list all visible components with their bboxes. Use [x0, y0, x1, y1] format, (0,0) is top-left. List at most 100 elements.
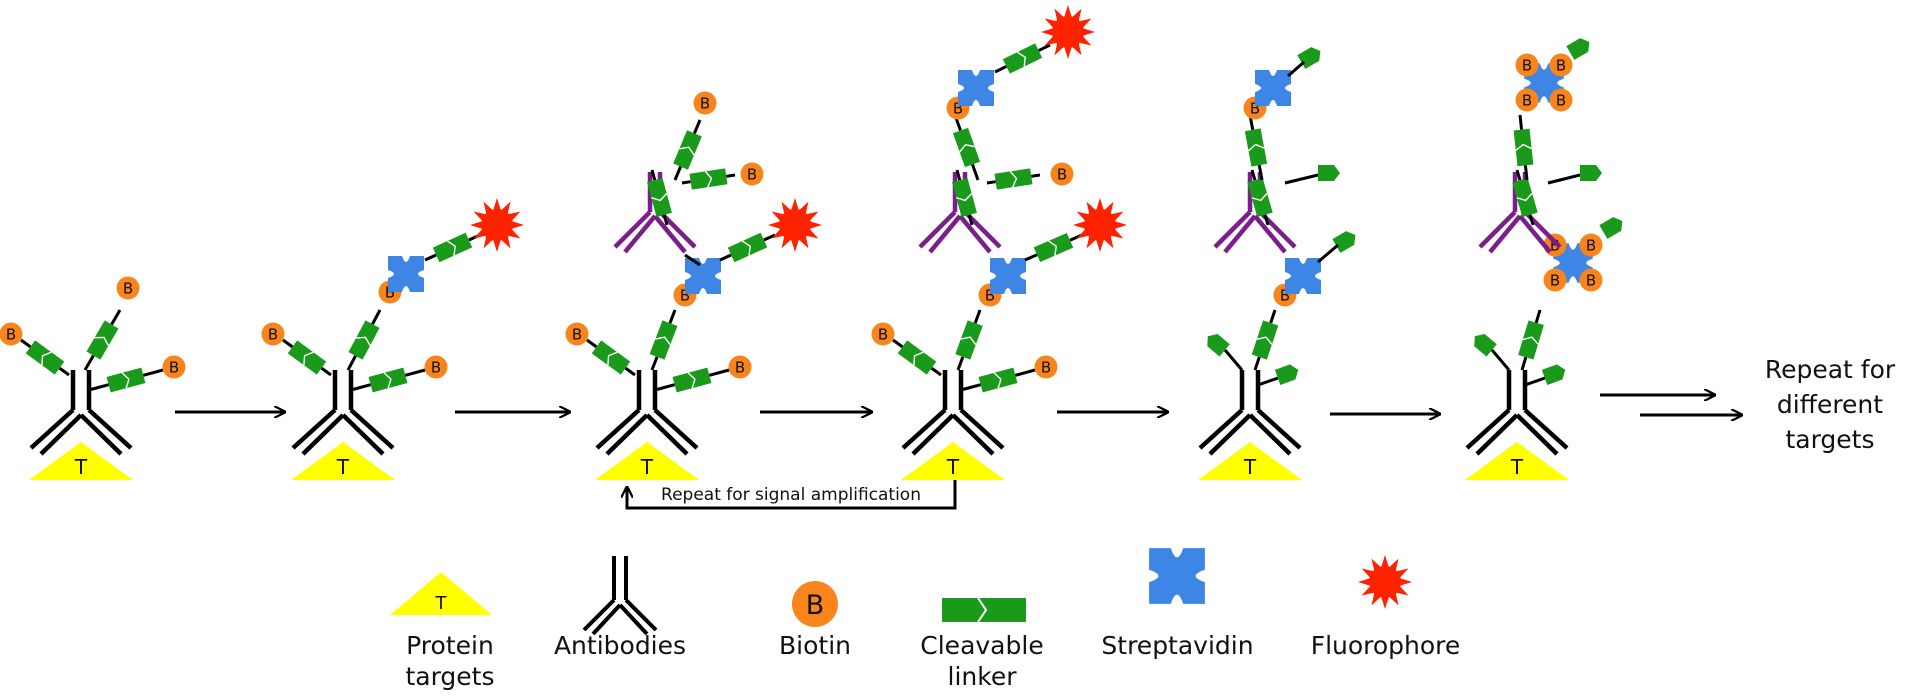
linker-block — [955, 320, 983, 360]
linker-cleavage-mark — [959, 143, 975, 153]
biotin-icon: B — [728, 355, 752, 379]
streptavidin-shape — [1255, 70, 1291, 106]
biotin-icon: B — [693, 91, 717, 115]
target-label: T — [640, 455, 654, 479]
streptavidin-icon — [1255, 70, 1291, 106]
linker-tether — [142, 368, 164, 377]
legend-linker-symbol — [942, 597, 1026, 623]
linker-tether — [662, 214, 669, 226]
cleavable-linker-icon — [955, 320, 983, 360]
legend-protein-target-symbol: T — [390, 572, 492, 615]
antibody-arm — [618, 603, 649, 636]
linker-tether — [88, 383, 110, 392]
linker-tether — [1031, 173, 1041, 178]
repeat-note-line-3: targets — [1785, 425, 1875, 454]
linker-block — [727, 232, 768, 263]
linker-tether — [1523, 165, 1529, 181]
linker-cleavage-mark — [121, 372, 130, 389]
antibody-arm — [1515, 413, 1559, 456]
biotin-circle — [1549, 88, 1573, 112]
cleavable-linker-icon — [287, 340, 327, 375]
loop-arrow — [627, 475, 957, 510]
biotin-circle — [261, 322, 285, 346]
linker-block — [106, 367, 146, 393]
legend-antibody-symbol — [582, 556, 658, 636]
cleavable-linker-icon — [647, 178, 672, 217]
linker-tether — [955, 169, 962, 181]
linker-tether — [681, 180, 691, 185]
cleavable-linker-icon — [689, 168, 728, 190]
cleavable-linker-icon — [432, 232, 473, 263]
linker-block — [649, 320, 678, 360]
linker-cleavage-mark — [687, 372, 696, 389]
linker-block — [994, 168, 1033, 190]
biotin-icon: B — [565, 322, 589, 346]
fluorophore-icon — [470, 198, 524, 252]
linker-block — [952, 178, 977, 217]
antibody-arm — [901, 408, 947, 450]
biotin-icon: B — [162, 355, 186, 379]
linker-tether — [719, 253, 732, 262]
biotin-label: B — [1280, 287, 1290, 305]
biotin-label: B — [169, 359, 179, 377]
target-label: T — [336, 455, 350, 479]
antibody-arm — [1488, 214, 1522, 254]
biotin-label: B — [1250, 100, 1260, 118]
biotin-circle — [565, 322, 589, 346]
linker-tether — [20, 338, 32, 349]
fluorophore-core — [1052, 16, 1084, 48]
triangle-target-icon — [291, 442, 395, 480]
linker-cleavage-mark — [1016, 51, 1026, 67]
antibody-arm — [582, 598, 616, 632]
antibody-arm — [624, 598, 658, 632]
linker-cleavage-mark — [741, 240, 751, 256]
linker-tether — [1269, 309, 1277, 324]
linker-cleavage-mark — [1248, 143, 1265, 152]
biotin-label: B — [735, 359, 745, 377]
biotin-circle — [792, 581, 838, 627]
cleavable-linker-icon — [673, 130, 702, 170]
biotin-circle — [116, 276, 140, 300]
primary-antibody — [1198, 370, 1302, 456]
linker-tether — [650, 169, 657, 181]
stump-shape — [1599, 217, 1623, 239]
process-arrows — [175, 395, 1742, 415]
linker-tether — [956, 356, 965, 371]
legend-streptavidin-symbol — [1149, 548, 1205, 604]
linker-cleavage-mark — [1515, 143, 1532, 151]
linker-tether — [693, 119, 702, 134]
triangle-target-icon — [1198, 442, 1302, 480]
antibody-arm — [1248, 413, 1292, 456]
cleavable-linker-icon — [897, 340, 937, 375]
antibody-arm — [1523, 408, 1569, 450]
biotin-label: B — [1586, 237, 1596, 255]
linker-tether — [1287, 60, 1305, 78]
linker-block — [673, 130, 702, 170]
linker-cleavage-mark — [94, 336, 110, 347]
linker-tether — [404, 368, 426, 377]
linker-block — [86, 320, 119, 360]
linker-tether — [1528, 214, 1535, 226]
biotin-label: B — [878, 326, 888, 344]
triangle-target-icon — [390, 572, 492, 615]
target-label: T — [1510, 455, 1524, 479]
stump-shape — [1207, 334, 1230, 357]
biotin-icon: B — [1515, 53, 1539, 77]
biotin-label: B — [6, 326, 16, 344]
linker-tether — [1257, 164, 1264, 181]
cleaved-linker-stump — [1580, 165, 1602, 181]
legend-biotin-symbol: B — [792, 581, 838, 627]
linker-block — [1002, 43, 1043, 74]
linker-tether — [1547, 173, 1581, 185]
antibody-arm — [1465, 408, 1511, 450]
linker-tether — [624, 366, 636, 377]
streptavidin-shape — [388, 256, 424, 292]
cleaved-linker-stump — [1599, 217, 1623, 239]
stump-shape — [1474, 334, 1497, 357]
cleavable-linker-icon — [591, 340, 631, 375]
linker-cleavage-mark — [446, 240, 456, 256]
streptavidin-shape — [685, 258, 721, 294]
antibody-arm — [1478, 210, 1517, 249]
